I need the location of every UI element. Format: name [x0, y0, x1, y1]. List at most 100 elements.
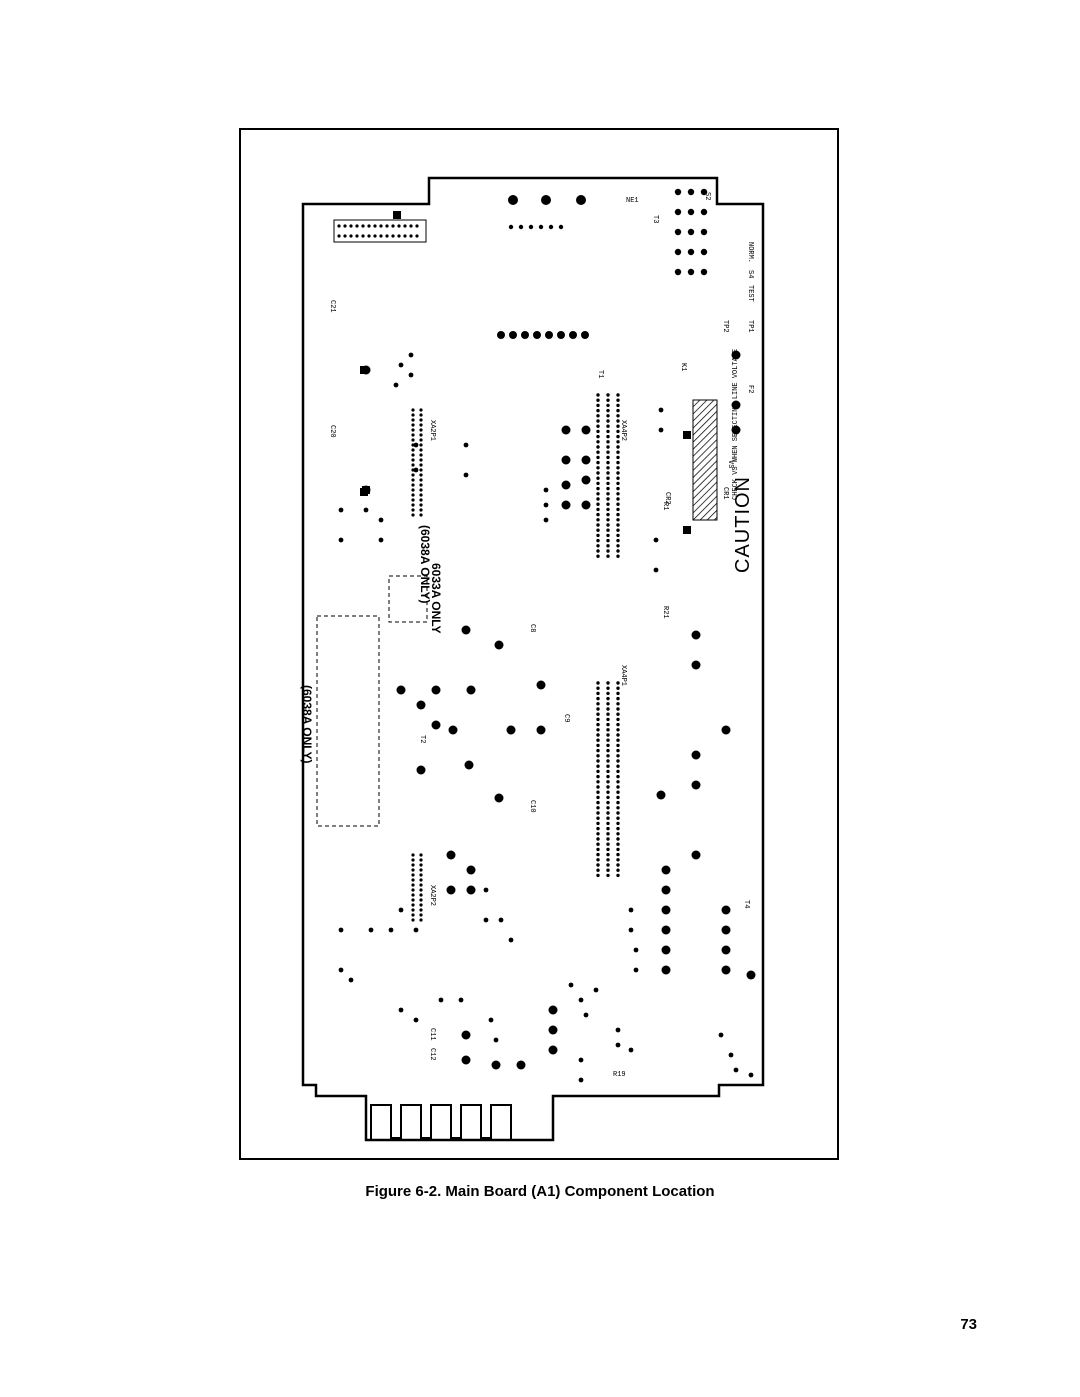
connector-pin — [606, 722, 610, 727]
connector-pin — [606, 549, 610, 553]
connector-pin — [596, 873, 600, 878]
connector-pin — [419, 493, 423, 497]
connector-pin — [596, 738, 600, 742]
connector-pin — [616, 743, 620, 748]
component-pad — [338, 537, 344, 543]
connector-pin — [606, 712, 610, 716]
connector-pin — [606, 486, 610, 491]
ref-r1: R1 — [661, 502, 669, 510]
component-pad — [363, 507, 369, 513]
component-pad — [493, 1037, 499, 1043]
connector-pin — [596, 554, 600, 558]
connector-pin — [419, 498, 423, 502]
component-pad — [413, 1017, 419, 1023]
connector-pin — [596, 533, 600, 538]
connector-pin — [606, 748, 610, 753]
connector-pin — [606, 728, 610, 732]
component-pad — [413, 927, 419, 933]
connector-pin — [606, 858, 610, 862]
pad — [409, 234, 413, 238]
connector-pin — [616, 800, 620, 805]
connector-pin — [616, 434, 620, 439]
connector-pin — [606, 450, 610, 454]
pad — [385, 224, 389, 228]
connector-pin — [411, 493, 415, 497]
connector-pin — [606, 790, 610, 794]
component-pad — [731, 425, 741, 435]
connector-pin — [606, 847, 610, 852]
connector-pin — [596, 722, 600, 727]
component-pad — [431, 720, 441, 730]
connector-pin — [411, 863, 415, 867]
component-pad — [653, 567, 659, 573]
connector-pin — [596, 460, 600, 465]
switch-pad — [674, 268, 682, 276]
connector-pin — [596, 780, 600, 784]
connector-pin — [419, 913, 423, 917]
connector-pin — [616, 842, 620, 846]
pad — [337, 234, 341, 238]
connector-pin — [616, 455, 620, 460]
connector-pin — [411, 418, 415, 422]
connector-pin — [596, 455, 600, 460]
component-pad — [691, 780, 701, 790]
ref-cr2: CR2 — [663, 492, 671, 505]
component-pad — [393, 382, 399, 388]
ref-c8: C8 — [528, 624, 536, 632]
component-pad — [721, 905, 731, 915]
component-pad — [583, 1012, 589, 1018]
connector-pin — [606, 481, 610, 486]
connector-pin — [419, 428, 423, 432]
component-pad — [721, 945, 731, 955]
connector-pin — [419, 463, 423, 467]
check-vs-label: CHECK VS WHEN SELECTING LINE VOLTAGE — [732, 349, 740, 500]
connector-pin — [616, 476, 620, 480]
connector-pin — [419, 898, 423, 902]
connector-pin — [596, 868, 600, 872]
connector-pin — [419, 873, 423, 877]
connector-pin — [616, 419, 620, 423]
connector-pin — [596, 800, 600, 805]
component-pad — [416, 765, 426, 775]
connector-pin — [606, 785, 610, 789]
connector-pin — [411, 448, 415, 452]
ref-r19: R19 — [613, 1071, 626, 1079]
connector-pin — [596, 419, 600, 423]
connector-pin — [411, 858, 415, 862]
component-pad — [543, 502, 549, 508]
connector-pin — [411, 408, 415, 412]
ref-test: TEST — [746, 285, 754, 302]
component-pad — [483, 917, 489, 923]
component-pad — [483, 887, 489, 893]
component-pad — [396, 685, 406, 695]
ref-xa4p1: XA4P1 — [619, 665, 627, 686]
ref-vs: VS — [726, 460, 734, 468]
connector-pin — [596, 785, 600, 789]
connector-pin — [606, 811, 610, 815]
connector-pin — [596, 429, 600, 434]
connector-pin — [606, 523, 610, 527]
component-pad — [548, 1045, 558, 1055]
component-pad — [368, 927, 374, 933]
connector-pin — [616, 686, 620, 690]
connector-pin — [616, 852, 620, 857]
6033a-only-label: 6033A ONLY — [429, 563, 443, 633]
connector-pin — [616, 681, 620, 685]
switch-pad — [674, 248, 682, 256]
figure-frame: CAUTION CHECK VS WHEN SELECTING LINE VOL… — [239, 128, 839, 1160]
connector-pin — [419, 468, 423, 472]
switch-pad — [674, 208, 682, 216]
component-pad — [661, 865, 671, 875]
component-pad — [615, 1027, 621, 1033]
connector-pin — [419, 423, 423, 427]
component-pad — [628, 1047, 634, 1053]
connector-pin — [596, 445, 600, 449]
connector-pin — [606, 471, 610, 475]
connector-pin — [616, 393, 620, 397]
connector-pin — [596, 852, 600, 857]
component-pad — [661, 925, 671, 935]
component-pad — [691, 850, 701, 860]
connector-pin — [411, 913, 415, 917]
component-pad — [548, 1005, 558, 1015]
connector-pin — [606, 518, 610, 522]
